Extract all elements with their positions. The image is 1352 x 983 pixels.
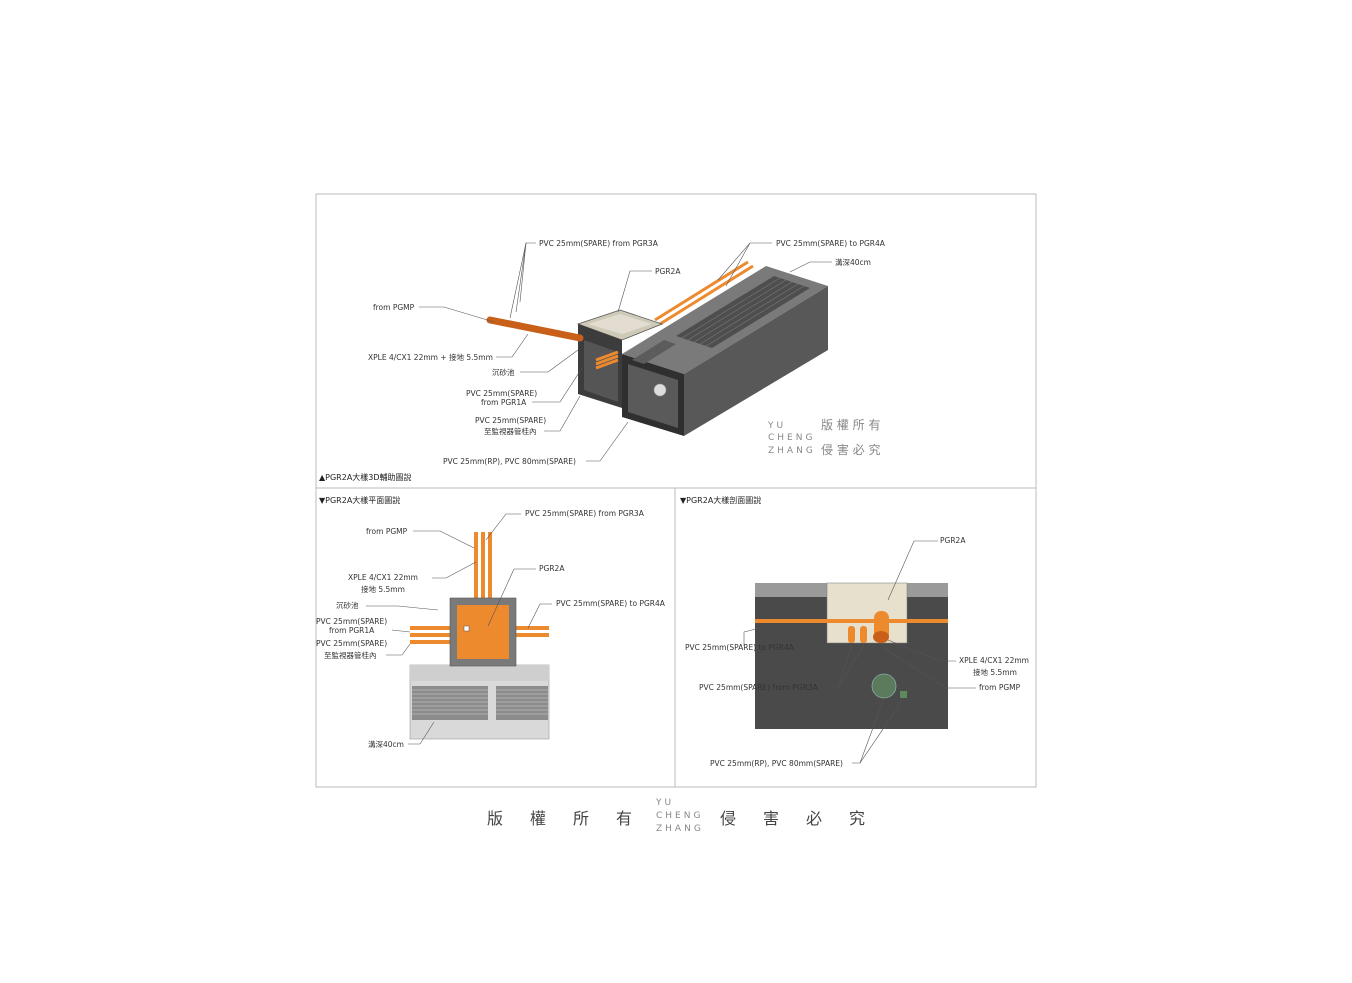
- caption-section-view: ▼PGR2A大樣剖面圖說: [680, 495, 761, 505]
- label-section-pgr2a: PGR2A: [940, 536, 966, 545]
- label-plan-spare-pgr1a-1: PVC 25mm(SPARE): [316, 617, 387, 626]
- watermark-inner-cheng: CHENG: [768, 433, 815, 443]
- watermark-yu: YU: [655, 798, 674, 808]
- section-pvc-80-pipe: [871, 673, 897, 699]
- label-3d-sand-pit: 沉砂池: [492, 367, 515, 377]
- label-plan-sand-pit: 沉砂池: [336, 600, 359, 610]
- pit-stub-1: [595, 350, 619, 362]
- label-plan-spare-to-pgr4a: PVC 25mm(SPARE) to PGR4A: [556, 599, 666, 608]
- label-3d-spare-monitor-1: PVC 25mm(SPARE): [475, 416, 546, 425]
- label-plan-spare-monitor-2: 至監視器管桂內: [324, 650, 377, 660]
- watermark-inner-row2: 侵 害 必 究: [821, 442, 880, 457]
- watermark-inner-yu: YU: [767, 421, 786, 431]
- label-3d-spare-monitor-2: 至監視器管桂內: [484, 426, 537, 436]
- caption-3d-view: ▲PGR2A大樣3D輔助圖說: [319, 472, 412, 482]
- plan-pit-marker: [463, 625, 470, 632]
- label-3d-rp: PVC 25mm(RP), PVC 80mm(SPARE): [443, 457, 576, 466]
- view-section: ▼PGR2A大樣剖面圖說 PGR2A PVC 25mm(SPARE) to PG…: [680, 495, 1029, 768]
- label-3d-xple: XPLE 4/CX1 22mm + 接地 5.5mm: [368, 352, 493, 362]
- view-plan: ▼PGR2A大樣平面圖說: [316, 495, 666, 749]
- watermark-cheng: CHENG: [656, 811, 703, 821]
- trench-opening: [628, 364, 678, 428]
- plan-trench-edge: [410, 665, 549, 681]
- label-plan-xple-2: 接地 5.5mm: [361, 584, 405, 594]
- pit-stub-2: [595, 354, 619, 366]
- trench-side-face: [684, 286, 828, 436]
- watermark-char-3: 所: [573, 809, 591, 828]
- watermark-char-5: 侵: [720, 809, 738, 828]
- label-plan-pgr2a: PGR2A: [539, 564, 565, 573]
- watermark-char-1: 版: [487, 809, 505, 828]
- pit-inner-top: [588, 314, 652, 334]
- trench-grating-near: [632, 340, 676, 364]
- label-plan-spare-pgr1a-2: from PGR1A: [329, 626, 375, 635]
- view-3d: PVC 25mm(SPARE) from PGR3A PVC 25mm(SPAR…: [319, 239, 886, 482]
- watermark-zhang: ZHANG: [656, 824, 704, 834]
- label-3d-trench-depth: 溝深40cm: [835, 257, 871, 267]
- plan-pit-inner: [457, 605, 509, 659]
- label-plan-xple-1: XPLE 4/CX1 22mm: [348, 573, 418, 582]
- section-pipe-small-1: [848, 626, 855, 643]
- label-section-xple-1: XPLE 4/CX1 22mm: [959, 656, 1029, 665]
- trench-pipe-end: [653, 383, 667, 397]
- conduit-to-pgr4a-1: [654, 260, 749, 322]
- main-cable-from-pgmp: [486, 316, 584, 342]
- label-3d-from-pgmp: from PGMP: [373, 303, 415, 312]
- watermark-inner-row1: 版 權 所 有: [821, 418, 880, 432]
- label-3d-spare-to-pgr4a: PVC 25mm(SPARE) to PGR4A: [776, 239, 886, 248]
- caption-plan-view: ▼PGR2A大樣平面圖說: [319, 495, 400, 505]
- watermark-char-6: 害: [763, 809, 781, 828]
- watermark-char-8: 究: [849, 809, 867, 828]
- label-3d-spare-pgr1a-1: PVC 25mm(SPARE): [466, 389, 537, 398]
- label-plan-spare-monitor-1: PVC 25mm(SPARE): [316, 639, 387, 648]
- section-pipe-large-end: [873, 631, 889, 643]
- pit-stub-3: [595, 358, 619, 370]
- label-section-from-pgmp: from PGMP: [979, 683, 1021, 692]
- label-3d-pgr2a: PGR2A: [655, 267, 681, 276]
- label-plan-trench-depth: 溝深40cm: [368, 739, 404, 749]
- label-plan-spare-from-pgr3a: PVC 25mm(SPARE) from PGR3A: [525, 509, 645, 518]
- watermark-char-7: 必: [806, 809, 824, 828]
- conduit-to-pgr4a-2: [659, 264, 754, 326]
- label-3d-spare-from-pgr3a: PVC 25mm(SPARE) from PGR3A: [539, 239, 659, 248]
- watermark-inner-zhang: ZHANG: [768, 446, 816, 456]
- plan-grating-right: [496, 686, 548, 720]
- section-pipe-small-2: [860, 626, 867, 643]
- watermark-bottom: 版 權 所 有 YU CHENG ZHANG 侵 害 必 究: [487, 798, 867, 834]
- label-section-rp: PVC 25mm(RP), PVC 80mm(SPARE): [710, 759, 843, 768]
- section-pvc-rp-pipe: [900, 691, 907, 698]
- watermark-char-2: 權: [530, 809, 548, 828]
- watermark-char-4: 有: [616, 809, 634, 828]
- label-section-spare-from-pgr3a: PVC 25mm(SPARE) from PGR3A: [699, 683, 819, 692]
- label-section-spare-to-pgr4a: PVC 25mm(SPARE) to PGR4A: [685, 643, 795, 652]
- label-plan-from-pgmp: from PGMP: [366, 527, 408, 536]
- plan-grating-left: [412, 686, 488, 720]
- label-section-xple-2: 接地 5.5mm: [973, 667, 1017, 677]
- label-3d-spare-pgr1a-2: from PGR1A: [481, 398, 527, 407]
